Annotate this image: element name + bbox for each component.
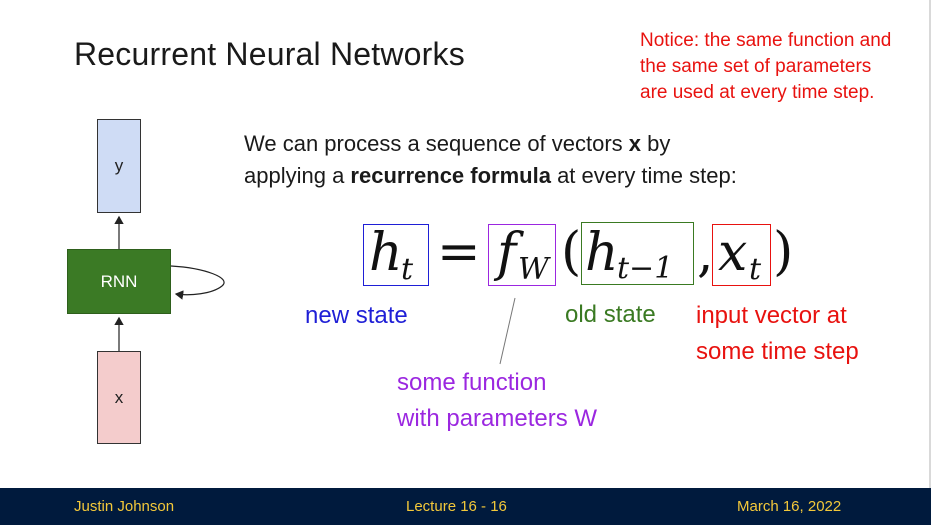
formula-x-sub: t [749, 252, 762, 287]
new-state-frame [363, 224, 429, 286]
formula-f: f [497, 223, 517, 283]
formula-h-sub: t [401, 252, 414, 287]
function-line-1: some function [397, 369, 547, 396]
formula-equals: = [437, 222, 481, 282]
body-line-1: We can process a sequence of vectors x b… [244, 131, 671, 156]
body-text: We can process a sequence of vectors x b… [244, 128, 737, 192]
slide-edge [929, 0, 931, 488]
formula-x: x [718, 223, 748, 283]
slide-title: Recurrent Neural Networks [74, 36, 465, 72]
input-vector-line-2: some time step [696, 338, 859, 365]
formula-f-sub: W [518, 252, 549, 287]
function-frame [488, 224, 556, 286]
output-y-box: y [97, 119, 141, 213]
rnn-box: RNN [67, 249, 171, 314]
notice-line-3: are used at every time step. [640, 82, 875, 103]
footer-date: March 16, 2022 [737, 498, 842, 515]
input-vector-line-1: input vector at [696, 302, 847, 329]
recurrent-loop-arrow [170, 265, 225, 300]
footer-author: Justin Johnson [74, 498, 175, 515]
input-x-box: x [97, 351, 141, 444]
footer-bar: Justin Johnson Lecture 16 - 16 March 16,… [0, 488, 931, 525]
notice-line-2: the same set of parameters [640, 56, 872, 77]
input-vector-label: input vector at some time step [696, 298, 859, 370]
function-label: some function with parameters W [397, 365, 597, 437]
formula-h-prev-sub: t−1 [617, 251, 674, 286]
old-state-frame [581, 222, 694, 285]
formula-close-paren: ) [773, 222, 794, 282]
formula-h: h [369, 223, 403, 283]
notice-line-1: Notice: the same function and [640, 30, 892, 51]
old-state-label: old state [565, 301, 656, 328]
footer-lecture: Lecture 16 - 16 [406, 498, 507, 515]
formula-open-paren: ( [561, 222, 582, 282]
notice-text: Notice: the same function and the same s… [640, 28, 930, 106]
formula-h-prev: h [585, 223, 619, 283]
function-line-2: with parameters W [397, 405, 598, 432]
formula-comma: , [697, 224, 714, 284]
input-frame [712, 224, 771, 286]
body-line-2: applying a recurrence formula at every t… [244, 163, 737, 188]
new-state-label: new state [305, 302, 408, 329]
